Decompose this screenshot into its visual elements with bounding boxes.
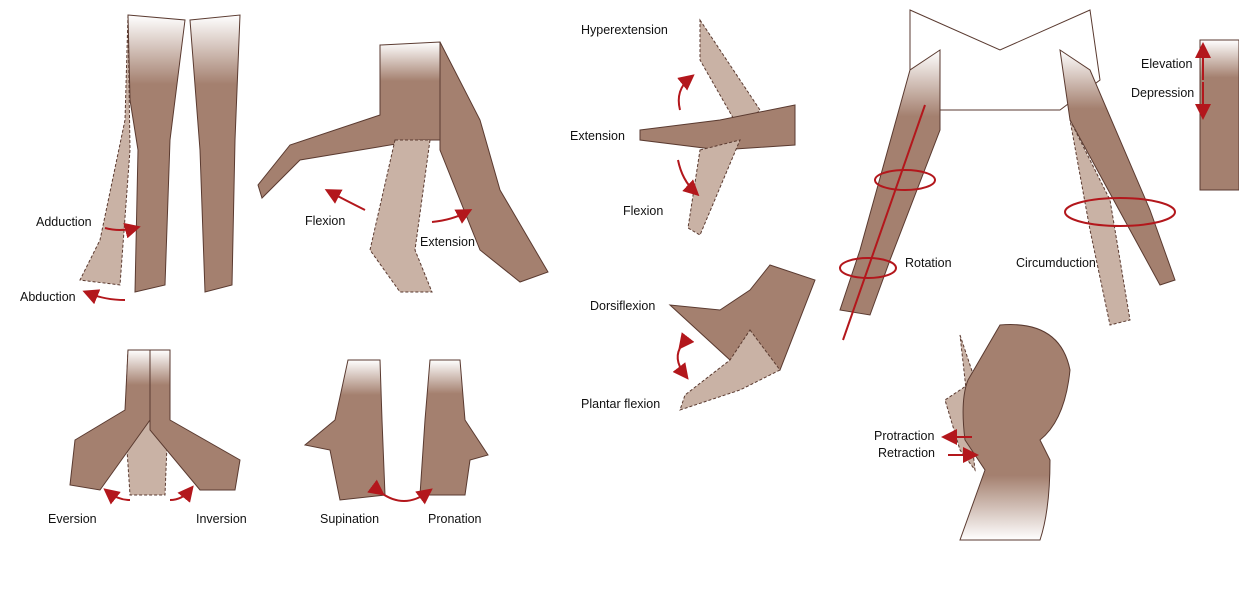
foot-dorsiflexion-figure <box>668 264 816 411</box>
hands-supination-figure <box>303 359 489 505</box>
label-leg-extension: Extension <box>420 235 475 249</box>
label-abduction: Abduction <box>20 290 76 304</box>
torso-rotation-figure <box>839 9 1239 341</box>
feet-eversion-figure <box>69 349 241 505</box>
label-leg-flexion: Flexion <box>305 214 346 228</box>
label-adduction: Adduction <box>36 215 92 229</box>
label-rotation: Rotation <box>905 256 952 270</box>
label-protraction: Protraction <box>874 429 935 443</box>
head-protraction-figure <box>941 324 1071 541</box>
label-circumduction: Circumduction <box>1016 256 1096 270</box>
hand-extension-figure <box>639 18 796 236</box>
label-depression: Depression <box>1131 86 1195 100</box>
label-hand-flexion: Flexion <box>623 204 664 218</box>
legs-adduction-figure <box>79 14 241 305</box>
label-eversion: Eversion <box>48 512 97 526</box>
label-inversion: Inversion <box>196 512 247 526</box>
label-dorsiflexion: Dorsiflexion <box>590 299 656 313</box>
leg-flexion-figure <box>257 41 549 293</box>
label-elevation: Elevation <box>1141 57 1193 71</box>
label-retraction: Retraction <box>878 446 935 460</box>
label-hyperextension: Hyperextension <box>581 23 668 37</box>
label-hand-extension: Extension <box>570 129 625 143</box>
label-plantar-flexion: Plantar flexion <box>581 397 661 411</box>
label-pronation: Pronation <box>428 512 482 526</box>
label-supination: Supination <box>320 512 380 526</box>
